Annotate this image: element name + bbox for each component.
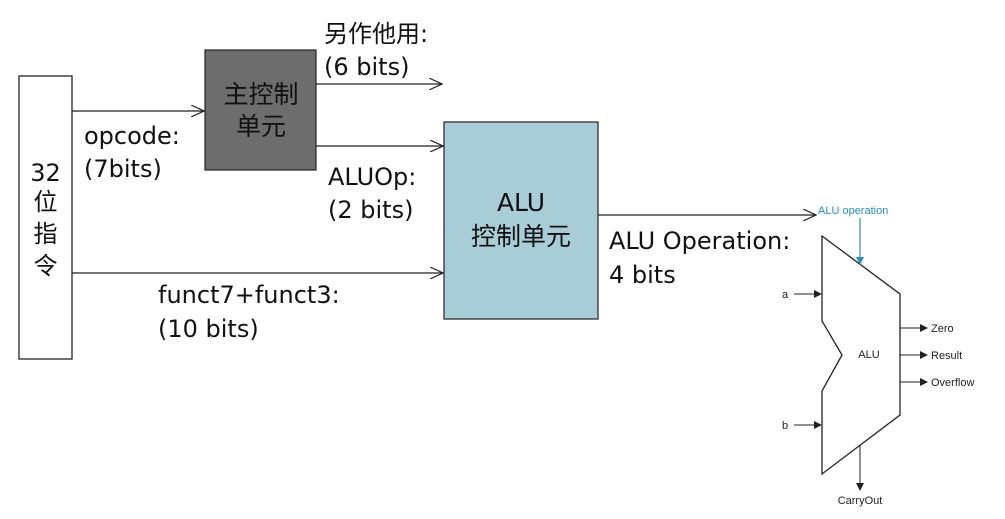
opcode-label: opcode: [84,122,180,150]
overflow-output-label: Overflow [931,377,974,389]
instruction-line-3: 指 [34,220,58,248]
result-output-label: Result [931,350,962,362]
alu-symbol-center-label: ALU [858,349,879,361]
opcode-bits-label: (7bits) [84,155,162,183]
alu-shape [821,234,901,476]
alu-control-line-1: ALU [497,188,545,217]
instruction-box [18,75,73,360]
aluop-bits-label: (2 bits) [328,196,413,224]
main-control-line-1: 主控制 [223,80,298,109]
main-control-line-2: 单元 [236,112,286,141]
instruction-line-2: 位 [34,188,58,216]
main-control-box [204,49,317,171]
input-a-label: a [782,289,789,301]
input-b-label: b [782,420,788,432]
carryout-output-label: CarryOut [838,495,883,507]
alu-control-line-2: 控制单元 [471,222,571,251]
other-use-bits-label: (6 bits) [324,53,409,81]
alu-operation-bits-label: 4 bits [609,261,676,289]
instruction-line-4: 令 [34,252,58,280]
alu-control-box [443,121,599,320]
instruction-line-1: 32 [30,159,61,187]
alu-operation-input-label: ALU operation [818,205,888,217]
alu-symbol: ALU ALU operation a b Zero Result Overfl… [782,205,974,507]
other-use-label: 另作他用: [324,20,428,48]
funct-label: funct7+funct3: [158,281,340,309]
alu-operation-label: ALU Operation: [609,227,790,255]
aluop-label: ALUOp: [328,163,416,191]
zero-output-label: Zero [931,323,954,335]
funct-bits-label: (10 bits) [158,315,259,343]
